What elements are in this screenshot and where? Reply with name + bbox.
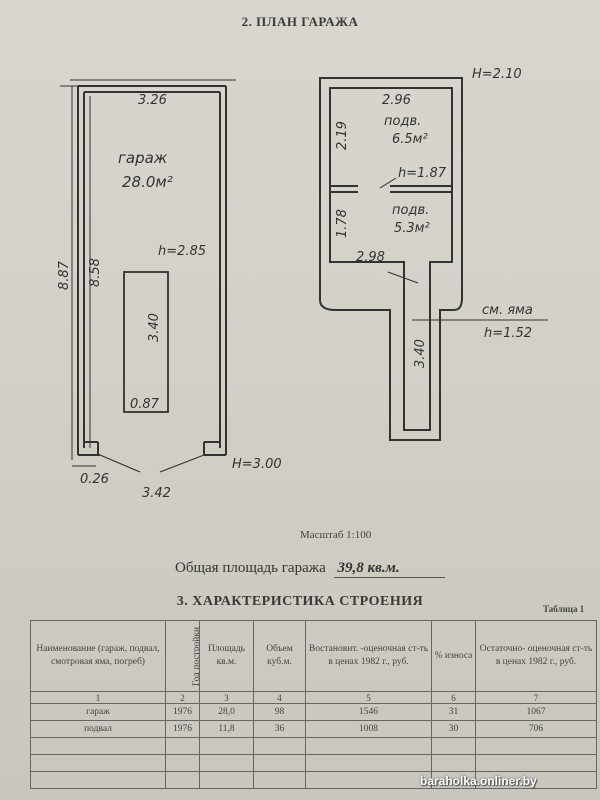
basement-building-height: H=2.10 [472, 67, 522, 82]
garage-room-name: гараж [118, 149, 168, 167]
total-area-label: Общая площадь гаража [175, 560, 326, 576]
total-area-line: Общая площадь гаража 39,8 кв.м. [175, 560, 445, 578]
basement-lower-area: 5.3м² [394, 221, 430, 236]
table-number-row: 1 2 3 4 5 6 7 [30, 691, 597, 704]
header-year: Год постройки [165, 620, 200, 692]
garage-building-height: H=3.00 [232, 457, 282, 472]
header-area: Площадь кв.м. [199, 620, 254, 692]
table-cell: 28,0 [199, 703, 254, 721]
garage-pit-width: 0.87 [130, 397, 160, 412]
garage-dimension-lines [60, 79, 236, 467]
inspection-pit-height: h=1.52 [484, 326, 532, 341]
empty-table-row [30, 737, 597, 755]
col-number: 5 [305, 691, 432, 704]
section3-title: 3. ХАРАКТЕРИСТИКА СТРОЕНИЯ [176, 594, 424, 609]
col-number: 6 [431, 691, 476, 704]
inspection-pit-label: см. яма [482, 303, 533, 318]
table-cell: 706 [475, 720, 597, 738]
table-cell: гараж [30, 703, 166, 721]
garage-outer-length: 8.87 [57, 260, 72, 290]
table-cell: 1976 [165, 720, 200, 738]
basement-upper-length: 2.19 [335, 121, 350, 150]
garage-pit-length: 3.40 [147, 313, 162, 342]
table-header-row: Наименование (гараж, подвал, смотровая я… [30, 620, 597, 692]
garage-door-lines [99, 454, 205, 473]
table-cell: 1976 [165, 703, 200, 721]
table-cell: 1546 [305, 703, 432, 721]
table-cell: 11,8 [199, 720, 254, 738]
empty-table-row [30, 754, 597, 772]
basement-upper-width: 2.96 [382, 93, 411, 108]
col-number: 4 [253, 691, 306, 704]
table-cell: подвал [30, 720, 166, 738]
basement-lower-width: 2.98 [356, 250, 385, 265]
header-restoration-value: Востановит. -оценочная ст-ть в ценах 198… [305, 620, 432, 692]
basement-ceiling-height: h=1.87 [398, 166, 447, 181]
basement-dimension-lines [379, 177, 548, 321]
header-name: Наименование (гараж, подвал, смотровая я… [30, 620, 166, 692]
table-label: Таблица 1 [543, 604, 585, 614]
garage-inner-length: 8.58 [88, 258, 103, 287]
characteristics-table: Наименование (гараж, подвал, смотровая я… [30, 620, 597, 789]
basement-upper-area: 6.5м² [392, 132, 428, 147]
basement-pit-length: 3.40 [413, 339, 428, 368]
header-wear: % износа [431, 620, 476, 692]
table-row: гараж 1976 28,0 98 1546 31 1067 [30, 703, 597, 721]
garage-room-area: 28.0м² [122, 173, 173, 191]
col-number: 3 [199, 691, 254, 704]
garage-bottom-width: 3.42 [142, 486, 171, 501]
col-number: 1 [30, 691, 166, 704]
table-cell: 1067 [475, 703, 597, 721]
total-area-value: 39,8 кв.м. [333, 560, 445, 578]
plan-title: 2. ПЛАН ГАРАЖА [241, 14, 359, 29]
floor-plan-drawing: 3.26 гараж 28.0м² h=2.85 8.87 8.58 3.40 … [57, 67, 548, 501]
basement-lower-length: 1.78 [335, 209, 350, 238]
empty-table-row [30, 771, 597, 789]
table-cell: 30 [431, 720, 476, 738]
garage-pit-outline [123, 271, 169, 413]
table-cell: 98 [253, 703, 306, 721]
table-cell: 31 [431, 703, 476, 721]
watermark: baraholka.onliner.by [420, 774, 537, 788]
garage-ceiling-height: h=2.85 [158, 244, 206, 259]
garage-top-width: 3.26 [138, 93, 167, 108]
col-number: 2 [165, 691, 200, 704]
scale-label: Масштаб 1:100 [300, 529, 372, 541]
table-cell: 36 [253, 720, 306, 738]
basement-partitions [330, 185, 452, 193]
header-residual-value: Остаточно- оценочная ст-ть в ценах 1982 … [475, 620, 597, 692]
garage-small-dimension: 0.26 [80, 472, 109, 487]
basement-upper-name: подв. [384, 114, 421, 129]
table-row: подвал 1976 11,8 36 1008 30 706 [30, 720, 597, 738]
garage-walls [77, 85, 227, 456]
basement-walls [319, 77, 463, 441]
col-number: 7 [475, 691, 597, 704]
header-volume: Объем куб.м. [253, 620, 306, 692]
table-cell: 1008 [305, 720, 432, 738]
basement-lower-name: подв. [392, 203, 429, 218]
